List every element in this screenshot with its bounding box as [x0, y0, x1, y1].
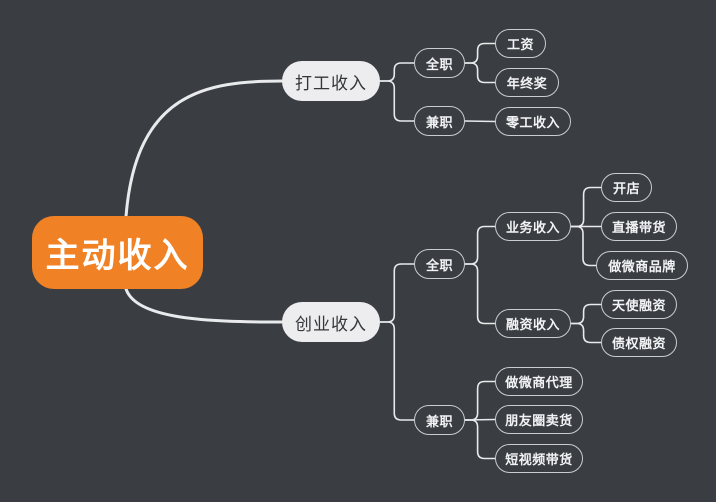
mindmap-node[interactable]: 做微商代理: [495, 367, 583, 396]
mindmap-node[interactable]: 全职: [414, 249, 465, 279]
mindmap-connector: [464, 120, 496, 123]
mindmap-node[interactable]: 直播带货: [601, 212, 677, 241]
mindmap-node[interactable]: 朋友圈卖货: [495, 405, 583, 434]
mindmap-node[interactable]: 兼职: [414, 405, 465, 435]
node-label: 兼职: [425, 115, 453, 131]
mindmap-root-node[interactable]: 主动收入: [32, 216, 203, 289]
node-label: 天使融资: [611, 299, 666, 314]
node-label: 做微商品牌: [608, 260, 676, 275]
mindmap-connector: [464, 225, 496, 265]
mindmap-node[interactable]: 融资收入: [495, 309, 571, 338]
node-label: 开店: [612, 182, 640, 197]
node-label: 直播带货: [611, 221, 666, 236]
mindmap-connector: [464, 263, 496, 325]
mindmap-connector: [570, 225, 597, 267]
node-label: 创业收入: [295, 314, 367, 335]
mindmap-node[interactable]: 工资: [495, 29, 546, 58]
mindmap-node[interactable]: 业务收入: [495, 212, 571, 241]
mindmap-connector: [464, 42, 496, 64]
node-label: 朋友圈卖货: [505, 414, 573, 429]
node-label: 短视频带货: [505, 453, 573, 468]
node-label: 零工收入: [505, 116, 560, 131]
mindmap-node[interactable]: 天使融资: [601, 290, 677, 319]
node-label: 全职: [425, 57, 453, 73]
node-label: 兼职: [425, 414, 453, 430]
mindmap-connector: [379, 80, 415, 122]
mindmap-node[interactable]: 打工收入: [282, 61, 380, 101]
mindmap-connector: [464, 418, 496, 421]
mindmap-node[interactable]: 创业收入: [282, 302, 380, 342]
node-label: 工资: [506, 38, 534, 53]
mindmap-node[interactable]: 做微商品牌: [596, 251, 688, 280]
node-label: 主动收入: [45, 236, 190, 276]
mindmap-node[interactable]: 短视频带货: [495, 444, 583, 473]
mindmap-connector: [379, 263, 415, 323]
mindmap-connector: [464, 380, 496, 421]
node-label: 年终奖: [506, 77, 548, 92]
mindmap-connector: [570, 303, 602, 325]
mindmap-connector: [464, 419, 496, 460]
mindmap-node[interactable]: 债权融资: [601, 328, 677, 357]
mindmap-node[interactable]: 年终奖: [495, 68, 559, 97]
node-label: 债权融资: [611, 337, 666, 352]
node-label: 打工收入: [295, 73, 367, 94]
node-label: 全职: [425, 258, 453, 274]
mindmap-node[interactable]: 兼职: [414, 106, 465, 136]
mindmap-connector: [570, 186, 602, 228]
mindmap-node[interactable]: 零工收入: [495, 107, 571, 136]
mindmap-connector: [379, 62, 415, 82]
mindmap-connector: [124, 287, 284, 324]
mindmap-connector: [124, 79, 284, 218]
node-label: 融资收入: [505, 318, 560, 333]
mindmap-connector: [464, 62, 496, 84]
mindmap-node[interactable]: 开店: [601, 173, 652, 202]
mindmap-node[interactable]: 全职: [414, 48, 465, 78]
node-label: 做微商代理: [505, 376, 573, 391]
mindmap-connector: [570, 322, 602, 344]
node-label: 业务收入: [505, 221, 560, 236]
mindmap-connector: [379, 321, 415, 421]
